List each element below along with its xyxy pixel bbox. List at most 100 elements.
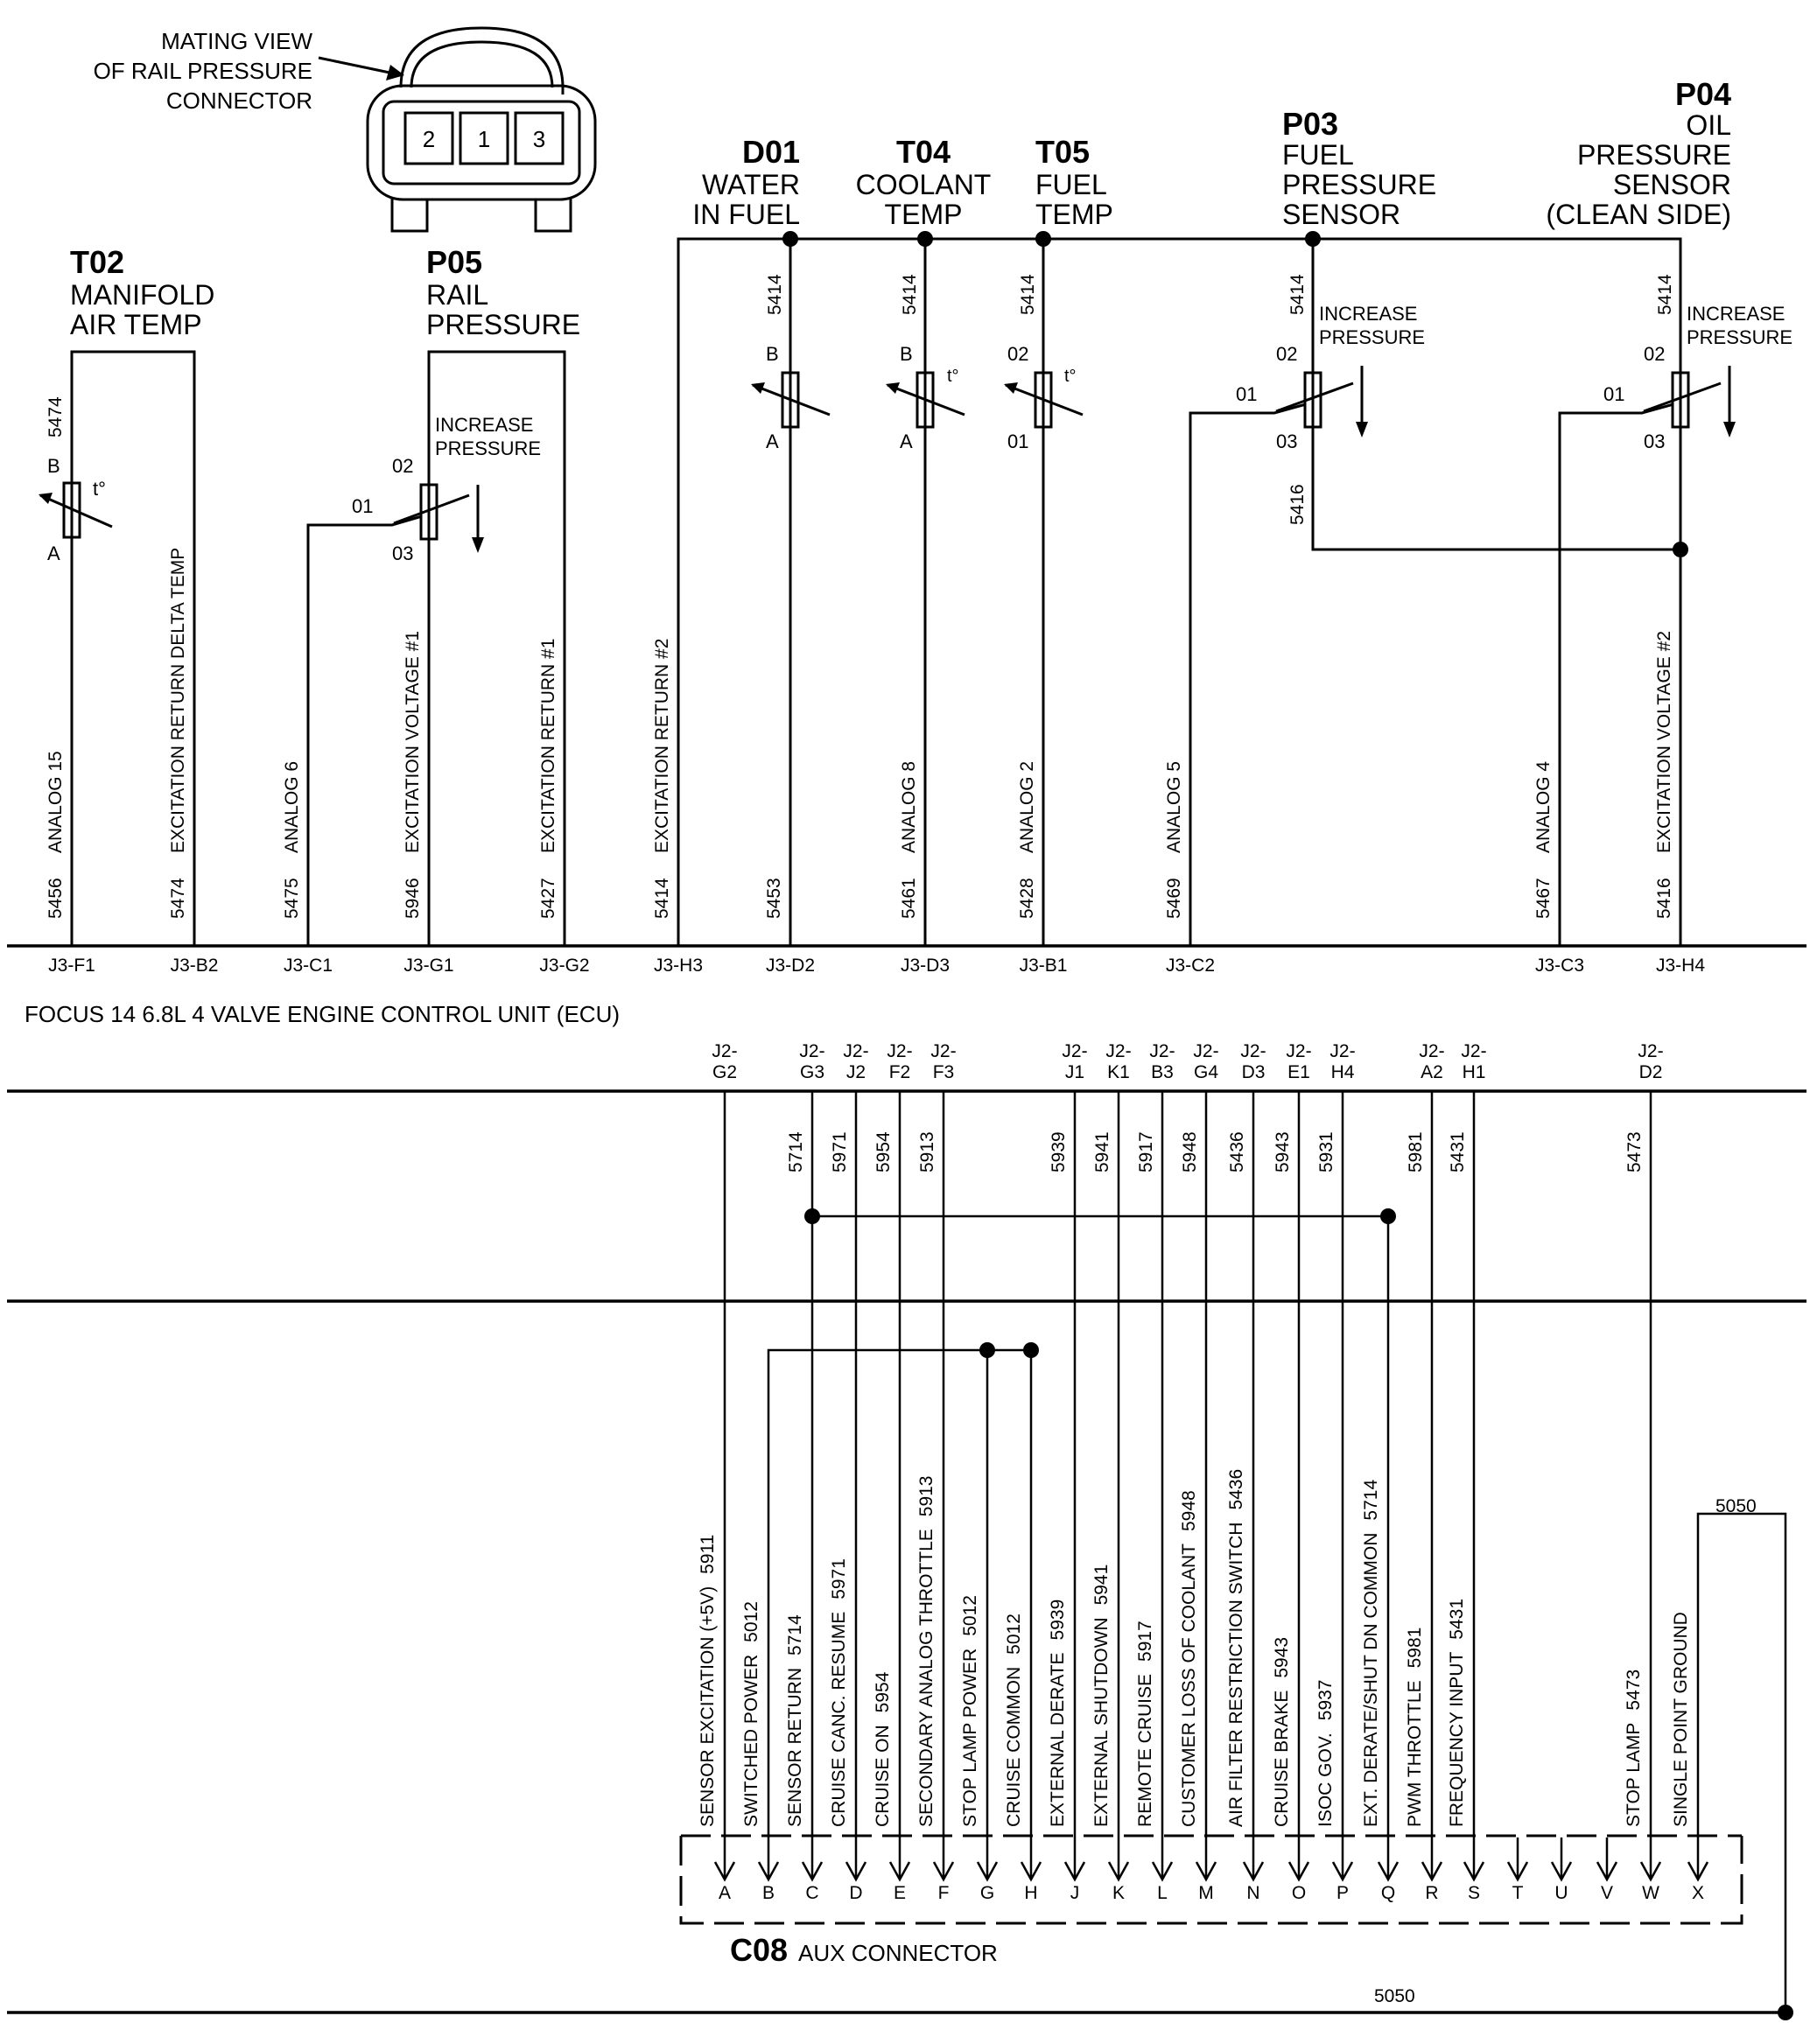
sensor-id-d01: D01	[742, 134, 800, 170]
j3-wire-b2: 5474	[168, 878, 188, 919]
aux-circuit-labels: SENSOR EXCITATION (+5V)5911 SWITCHED POW…	[698, 1469, 1691, 1827]
sensor-titles: T02 MANIFOLD AIR TEMP P05 RAIL PRESSURE …	[70, 76, 1731, 340]
p05-pin-01: 01	[352, 495, 373, 517]
aux-pin-n: N	[1246, 1883, 1259, 1903]
d01-pin-a: A	[766, 430, 779, 452]
j2-pin-k1-b: K1	[1107, 1062, 1130, 1082]
j3-wire-g2: 5427	[538, 878, 558, 919]
mating-view-arrowhead	[386, 65, 404, 80]
j2-pin-b3-b: B3	[1151, 1062, 1174, 1082]
aux-label-h: CRUISE COMMON5012	[1004, 1614, 1024, 1827]
aux-pin-t: T	[1512, 1883, 1524, 1903]
sensor-name-t04-2: TEMP	[885, 199, 963, 230]
j2-wire-5954: 5954	[873, 1131, 894, 1172]
t02-wire-loop	[70, 350, 196, 945]
t05-pin-02: 02	[1007, 343, 1028, 365]
ground-wire-num-lower: 5050	[1374, 1986, 1415, 2006]
j3-wire-c1: 5475	[282, 878, 302, 919]
aux-pin-b: B	[762, 1883, 775, 1903]
aux-pin-s: S	[1468, 1883, 1480, 1903]
p04-increase-1: INCREASE	[1687, 303, 1785, 325]
sensor-name-p04-1: OIL	[1686, 109, 1731, 141]
aux-label-b: SWITCHED POWER5012	[741, 1601, 761, 1827]
sensor-id-p04: P04	[1675, 76, 1731, 112]
j3-wire-f1: 5456	[46, 878, 66, 919]
mating-view-label-1: MATING VIEW	[161, 28, 312, 54]
j3-pin-d2: J3-D2	[766, 956, 815, 976]
connector-face	[382, 100, 581, 186]
aux-label-f: SECONDARY ANALOG THROTTLE5913	[916, 1476, 937, 1827]
t05-variable-arrow	[1005, 383, 1084, 416]
aux-pin-q: Q	[1381, 1883, 1395, 1903]
aux-pin-arrow-r	[1421, 1861, 1443, 1882]
aux-pin-arrow-x	[1687, 1861, 1709, 1882]
ground-junction	[1778, 2005, 1793, 2020]
aux-pin-arrow-g	[976, 1861, 999, 1882]
j2-pin-g3-a: J2-	[799, 1041, 824, 1061]
j3-wire-h4: 5416	[1654, 878, 1674, 919]
connector-foot-left	[390, 198, 429, 233]
j3-wire-d3: 5461	[899, 878, 919, 919]
aux-pin-arrow-m	[1195, 1861, 1217, 1882]
p04-wiper-wire	[1558, 402, 1674, 945]
p05-increase-1: INCREASE	[435, 414, 533, 436]
p04-pin-01: 01	[1603, 383, 1624, 405]
p05-pin-02: 02	[392, 455, 413, 477]
aux-pin-arrow-n	[1242, 1861, 1265, 1882]
j2-pin-k1-a: J2-	[1105, 1041, 1131, 1061]
p05-wiper-wire	[306, 514, 423, 945]
aux-label-m: CUSTOMER LOSS OF COOLANT5948	[1179, 1490, 1199, 1827]
t05-circuit: t° 02 01	[1004, 239, 1084, 945]
j3-wire-g1: 5946	[403, 878, 423, 919]
j2-pin-a2-b: A2	[1421, 1062, 1443, 1082]
j2-wire-5939: 5939	[1049, 1131, 1069, 1172]
sensor-id-t05: T05	[1035, 134, 1090, 170]
j2-pin-g2-b: G2	[712, 1062, 737, 1082]
j2-wire-5971: 5971	[830, 1131, 850, 1172]
p03-pin-01: 01	[1236, 383, 1257, 405]
j3-signal-c3: ANALOG 4	[1533, 761, 1554, 853]
j2-wire-5917: 5917	[1136, 1131, 1156, 1172]
j2-pin-h1-a: J2-	[1461, 1041, 1486, 1061]
mating-view-label-3: CONNECTOR	[166, 88, 312, 114]
mating-view-leader	[318, 56, 395, 75]
aux-pin-w: W	[1642, 1883, 1659, 1903]
sensor-name-p05-2: PRESSURE	[426, 309, 580, 340]
aux-label-g: STOP LAMP POWER5012	[960, 1595, 980, 1827]
aux-label-w: STOP LAMP5473	[1624, 1670, 1644, 1827]
aux-pin-arrow-e	[888, 1861, 911, 1882]
aux-pin-r: R	[1425, 1883, 1438, 1903]
j3-pin-g1: J3-G1	[403, 956, 453, 976]
sensor-name-t02-1: MANIFOLD	[70, 279, 214, 311]
aux-pin-arrow-h	[1020, 1861, 1042, 1882]
aux-pin-m: M	[1198, 1883, 1214, 1903]
p04-variable-arrow	[1643, 382, 1722, 413]
sensor-name-d01-1: WATER	[702, 169, 800, 200]
j2-pin-e1-b: E1	[1287, 1062, 1310, 1082]
t02-wire-top: 5474	[46, 396, 66, 438]
aux-pin-v: V	[1601, 1883, 1613, 1903]
j2-pin-a2-a: J2-	[1419, 1041, 1444, 1061]
j3-pin-b2: J3-B2	[171, 956, 219, 976]
j3-signal-b2: EXCITATION RETURN DELTA TEMP	[168, 548, 188, 853]
t02-temp-symbol: t°	[93, 478, 106, 500]
connector-pin-cell-left	[403, 111, 454, 165]
aux-label-x: SINGLE POINT GROUND	[1671, 1612, 1691, 1827]
p05-pin-03: 03	[392, 542, 413, 564]
aux-pin-l: L	[1157, 1883, 1168, 1903]
connector-body	[366, 84, 597, 201]
aux-pin-arrow-b	[757, 1861, 780, 1882]
t04-temp-symbol: t°	[947, 367, 959, 386]
aux-pin-h: H	[1024, 1883, 1037, 1903]
t02-pin-a: A	[47, 542, 60, 564]
aux-housing-outline	[679, 1836, 1743, 1925]
switched-power-bus	[767, 1348, 1031, 1878]
aux-pin-arrow-t	[1506, 1861, 1529, 1882]
connector-latch	[399, 26, 565, 94]
aux-label-c: SENSOR RETURN5714	[785, 1614, 805, 1827]
aux-pin-arrow-v	[1596, 1861, 1618, 1882]
p03-pin-03: 03	[1276, 430, 1297, 452]
j2-pin-d2-b: D2	[1639, 1062, 1663, 1082]
t04-circuit: t° B A	[886, 239, 965, 945]
